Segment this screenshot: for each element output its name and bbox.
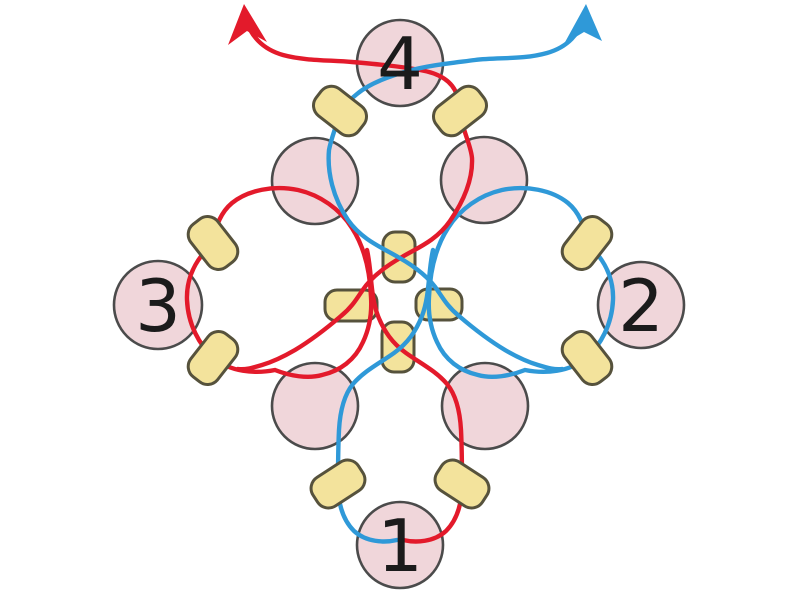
red-arrowhead-icon — [228, 4, 267, 45]
red-thread-left-ring — [184, 185, 374, 379]
bead-number-3: 3 — [135, 264, 181, 348]
large-bead-bottom-1 — [355, 500, 445, 590]
red-thread-tail — [364, 247, 465, 544]
seed-bead-upper-left-of-2 — [560, 215, 614, 271]
seed-bead-lower-left-of-2 — [560, 330, 614, 386]
large-bead-inner-top-right — [439, 135, 529, 225]
seed-bead-upper-right-of-3 — [186, 215, 240, 271]
seed-bead-top-left-of-4 — [312, 84, 368, 138]
seed-bead-bottom-right-of-1 — [433, 458, 491, 510]
bead-number-4: 4 — [377, 22, 423, 106]
large-bead-right-2 — [596, 260, 686, 350]
blue-thread-right-ring — [426, 185, 616, 379]
large-bead-inner-bottom-right — [440, 361, 530, 451]
red-thread-main — [235, 15, 475, 372]
seed-bead-bottom-left-of-1 — [309, 458, 367, 510]
blue-thread-main — [326, 13, 588, 372]
outer-seed-beads-group — [186, 84, 614, 510]
large-bead-inner-bottom-left — [270, 361, 360, 451]
arrowheads-group — [228, 4, 602, 45]
threads-group — [184, 13, 616, 544]
large-bead-left-3 — [112, 259, 204, 351]
bead-numbers-group: 1 2 3 4 — [135, 22, 664, 588]
blue-thread-tail — [335, 247, 436, 544]
seed-bead-top-right-of-4 — [432, 84, 488, 138]
blue-arrowhead-icon — [564, 4, 602, 44]
bead-number-1: 1 — [377, 504, 423, 588]
seed-bead-lower-right-of-3 — [186, 330, 240, 386]
large-bead-inner-top-left — [270, 136, 360, 226]
bead-number-2: 2 — [618, 264, 664, 348]
